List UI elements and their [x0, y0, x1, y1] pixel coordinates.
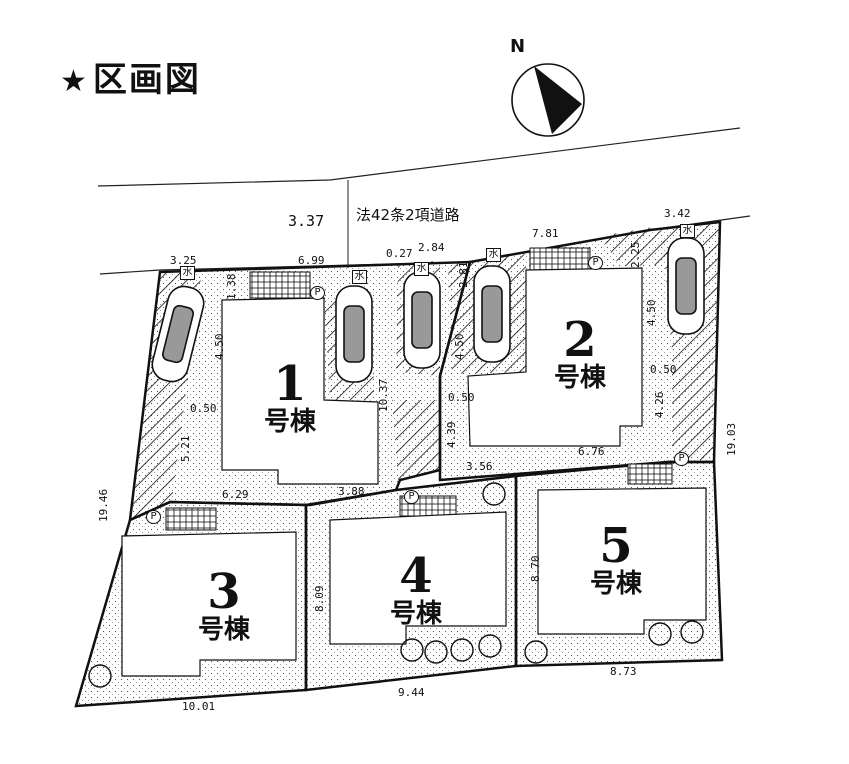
- road-label: 法42条2項道路: [356, 206, 460, 224]
- dim-0-50-a: 0.50: [190, 402, 217, 415]
- lot-name: 号棟: [589, 569, 642, 599]
- water-meter-icon: 水: [680, 224, 695, 238]
- car-icon: [151, 285, 205, 383]
- dim-19-03: 19.03: [725, 422, 738, 456]
- north-label: N: [510, 36, 526, 57]
- lot-number: 2: [563, 312, 597, 368]
- lot-4-site: [304, 474, 518, 692]
- lot-3-label: 3 号棟: [184, 568, 264, 645]
- dim-6-29: 6.29: [222, 488, 249, 501]
- lot-5-site: [514, 460, 724, 668]
- car-icon: [335, 285, 373, 383]
- lot-number: 4: [399, 548, 433, 604]
- lot-number: 3: [207, 564, 241, 620]
- lot-1-site: [128, 260, 472, 523]
- car-icon: [473, 265, 511, 363]
- water-meter-icon: 水: [352, 270, 367, 284]
- dim-2-25: 2.25: [629, 241, 642, 269]
- lot-name: 号棟: [197, 615, 250, 645]
- dim-5-21: 5.21: [179, 435, 192, 463]
- dim-1-38: 1.38: [225, 273, 238, 301]
- lot-number: 1: [273, 356, 307, 412]
- dim-4-50-c: 4.50: [645, 299, 658, 327]
- star-icon: ★: [60, 64, 89, 99]
- lot-number: 5: [599, 518, 633, 574]
- lot-name: 号棟: [553, 363, 606, 393]
- dim-4-50-b: 4.50: [453, 333, 466, 361]
- dim-0-50-c: 0.50: [650, 363, 677, 376]
- dim-9-44: 9.44: [398, 686, 425, 699]
- lot-4-label: 4 号棟: [376, 552, 456, 629]
- dim-4-50-a: 4.50: [213, 333, 226, 361]
- dim-3-56: 3.56: [466, 460, 493, 473]
- water-meter-icon: 水: [414, 262, 429, 276]
- dim-3-25: 3.25: [170, 254, 197, 267]
- car-icon: [667, 237, 705, 335]
- car-icon: [403, 271, 441, 369]
- water-meter-icon: 水: [180, 266, 195, 280]
- dim-4-39: 4.39: [445, 421, 458, 449]
- lot-name: 号棟: [389, 599, 442, 629]
- dim-10-01: 10.01: [182, 700, 216, 713]
- dim-19-46: 19.46: [97, 488, 110, 522]
- lot-2-label: 2 号棟: [540, 316, 620, 393]
- dim-2-81: 2.81: [457, 261, 470, 289]
- lot-3-site: [74, 500, 308, 708]
- dim-0-50-b: 0.50: [448, 391, 475, 404]
- dim-6-99: 6.99: [298, 254, 325, 267]
- lot-1-label: 1 号棟: [250, 360, 330, 437]
- dim-10-37: 10.37: [377, 378, 390, 412]
- parking-icon: P: [588, 256, 603, 270]
- dim-8-73: 8.73: [610, 665, 637, 678]
- dim-2-84: 2.84: [418, 241, 445, 254]
- parking-icon: P: [310, 286, 325, 300]
- parking-icon: P: [146, 510, 161, 524]
- water-meter-icon: 水: [486, 248, 501, 262]
- dim-8-09: 8.09: [313, 585, 326, 613]
- dim-7-81: 7.81: [532, 227, 559, 240]
- lot-5-label: 5 号棟: [576, 522, 656, 599]
- dim-3-88: 3.88: [338, 485, 365, 498]
- dim-8-70: 8.70: [529, 555, 542, 583]
- parking-cars: [151, 237, 705, 383]
- dim-3-42: 3.42: [664, 207, 691, 220]
- dim-6-76: 6.76: [578, 445, 605, 458]
- page-title: ★区画図: [60, 52, 201, 101]
- parking-icon: P: [404, 490, 419, 504]
- dim-4-26: 4.26: [653, 391, 666, 419]
- page-title-text: 区画図: [92, 60, 201, 100]
- parking-icon: P: [674, 452, 689, 466]
- lot-name: 号棟: [263, 407, 316, 437]
- dim-0-27: 0.27: [386, 247, 413, 260]
- road-setback-width: 3.37: [288, 212, 325, 230]
- north-arrow-icon: [511, 63, 585, 137]
